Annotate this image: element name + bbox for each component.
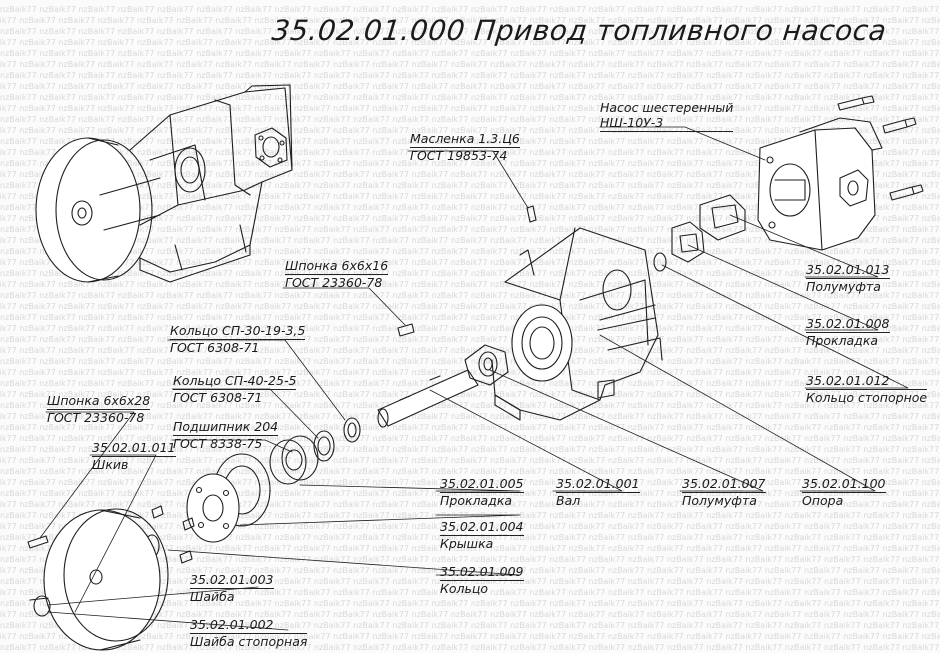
lockwasher-name: Шайба стопорная bbox=[190, 634, 308, 649]
snapring-name: Кольцо стопорное bbox=[806, 390, 928, 405]
lockwasher-code: 35.02.01.002 bbox=[190, 617, 308, 634]
callout-washer: 35.02.01.003 Шайба bbox=[190, 572, 274, 604]
halfcoupling13-name: Полумуфта bbox=[806, 279, 881, 294]
callout-pulley: 35.02.01.011 Шкив bbox=[92, 440, 176, 472]
halfcoupling13-code: 35.02.01.013 bbox=[806, 262, 890, 279]
pulley-name: Шкив bbox=[92, 457, 129, 472]
washer-name: Шайба bbox=[190, 589, 235, 604]
callout-gasket8: 35.02.01.008 Прокладка bbox=[806, 316, 890, 348]
support-name: Опора bbox=[802, 493, 844, 508]
pulley-code: 35.02.01.011 bbox=[92, 440, 176, 457]
callout-halfcoupling13: 35.02.01.013 Полумуфта bbox=[806, 262, 890, 294]
bearing-name: Подшипник 204 bbox=[173, 419, 279, 436]
shaft-name: Вал bbox=[556, 493, 581, 508]
assembled-view bbox=[35, 84, 293, 283]
callout-snapring: 35.02.01.012 Кольцо стопорное bbox=[806, 373, 928, 405]
snapring-code: 35.02.01.012 bbox=[806, 373, 928, 390]
callout-bearing: Подшипник 204 ГОСТ 8338-75 bbox=[173, 419, 279, 451]
callout-shaft: 35.02.01.001 Вал bbox=[556, 476, 640, 508]
callout-gasket5: 35.02.01.005 Прокладка bbox=[440, 476, 524, 508]
oiler-standard: ГОСТ 19853-74 bbox=[410, 148, 508, 163]
cover-code: 35.02.01.004 bbox=[440, 519, 524, 536]
key16-standard: ГОСТ 23360-78 bbox=[285, 275, 383, 290]
rings9-code: 35.02.01.009 bbox=[440, 564, 524, 581]
pulley-exploded bbox=[27, 205, 537, 651]
ring30-standard: ГОСТ 6308-71 bbox=[170, 340, 260, 355]
shaft bbox=[377, 344, 509, 428]
support-housing bbox=[491, 227, 663, 421]
callout-ring40: Кольцо СП-40-25-5 ГОСТ 6308-71 bbox=[173, 373, 297, 405]
callout-key28: Шпонка 6х6х28 ГОСТ 23360-78 bbox=[47, 393, 151, 425]
halfcoupling7-name: Полумуфта bbox=[682, 493, 757, 508]
callout-lockwasher: 35.02.01.002 Шайба стопорная bbox=[190, 617, 308, 649]
gear-pump bbox=[757, 95, 924, 251]
washer-code: 35.02.01.003 bbox=[190, 572, 274, 589]
oiler-name: Масленка 1.3.Ц6 bbox=[410, 131, 520, 148]
ring30-name: Кольцо СП-30-19-3,5 bbox=[170, 323, 306, 340]
callout-pump: Насос шестеренный НШ-10У-3 bbox=[600, 100, 734, 132]
halfcoupling7-code: 35.02.01.007 bbox=[682, 476, 766, 493]
pump-name: Насос шестеренный bbox=[600, 100, 734, 115]
gasket8-code: 35.02.01.008 bbox=[806, 316, 890, 333]
callout-rings9: 35.02.01.009 Кольцо bbox=[440, 564, 524, 596]
shaft-code: 35.02.01.001 bbox=[556, 476, 640, 493]
pump-model: НШ-10У-3 bbox=[600, 115, 734, 132]
cover-name: Крышка bbox=[440, 536, 494, 551]
gasket5-code: 35.02.01.005 bbox=[440, 476, 524, 493]
gasket8-name: Прокладка bbox=[806, 333, 879, 348]
callout-cover: 35.02.01.004 Крышка bbox=[440, 519, 524, 551]
gasket5-name: Прокладка bbox=[440, 493, 513, 508]
support-code: 35.02.01.100 bbox=[802, 476, 886, 493]
callout-support: 35.02.01.100 Опора bbox=[802, 476, 886, 508]
drawing-title: 35.02.01.000 Привод топливного насоса bbox=[270, 14, 889, 47]
callout-oiler: Масленка 1.3.Ц6 ГОСТ 19853-74 bbox=[410, 131, 520, 163]
key16-name: Шпонка 6х6х16 bbox=[285, 258, 389, 275]
callout-ring30: Кольцо СП-30-19-3,5 ГОСТ 6308-71 bbox=[170, 323, 306, 355]
couplings bbox=[653, 194, 746, 272]
ring40-name: Кольцо СП-40-25-5 bbox=[173, 373, 297, 390]
leader-lines bbox=[39, 126, 909, 631]
callout-halfcoupling7: 35.02.01.007 Полумуфта bbox=[682, 476, 766, 508]
bearing-standard: ГОСТ 8338-75 bbox=[173, 436, 263, 451]
key28-standard: ГОСТ 23360-78 bbox=[47, 410, 145, 425]
callout-key16: Шпонка 6х6х16 ГОСТ 23360-78 bbox=[285, 258, 389, 290]
ring40-standard: ГОСТ 6308-71 bbox=[173, 390, 263, 405]
bearing-and-rings bbox=[144, 417, 361, 564]
rings9-name: Кольцо bbox=[440, 581, 489, 596]
key28-name: Шпонка 6х6х28 bbox=[47, 393, 151, 410]
